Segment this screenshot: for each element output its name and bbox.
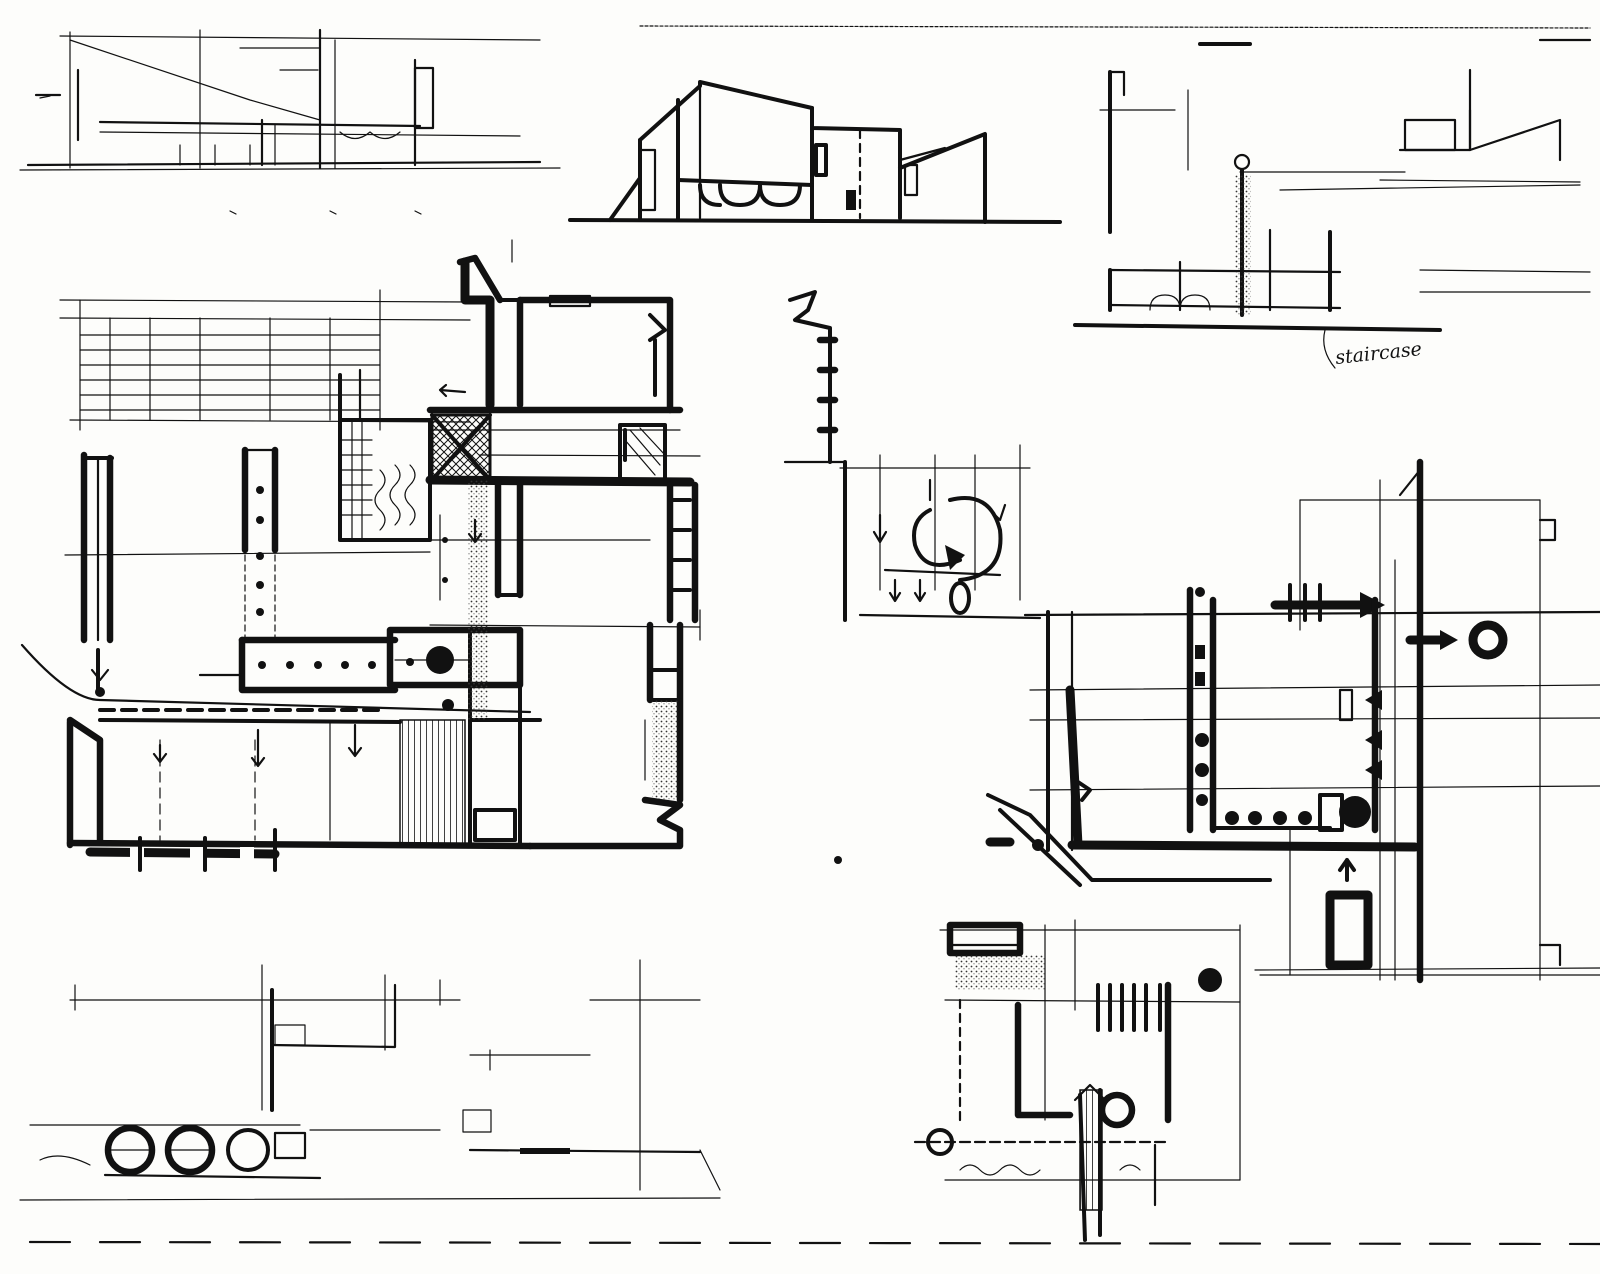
circulation-diagram-center <box>783 290 1042 864</box>
stair-block <box>338 368 432 542</box>
elevation-sketch-top-left <box>19 28 561 215</box>
stipple-spine <box>468 480 488 720</box>
circle-row-bottom <box>39 1124 322 1180</box>
massing-perspective-sketch <box>568 80 1062 224</box>
section-sketch-top-right: staircase <box>1073 68 1591 369</box>
column-dots-left <box>256 486 264 616</box>
sheet-border-top <box>639 25 1592 46</box>
window-grid <box>79 317 381 421</box>
annotation-staircase: staircase <box>1334 338 1423 369</box>
column-dots-bar <box>258 658 414 669</box>
circle-row-right <box>1225 811 1312 825</box>
vertical-ticks <box>1096 983 1162 1032</box>
detail-sketch-bottom-center <box>913 919 1241 1242</box>
plan-diagram-right <box>985 458 1600 984</box>
elevation-sketch-bottom-left <box>19 959 1600 1246</box>
floor-plan-main <box>20 239 701 872</box>
hatched-block-lower <box>399 719 466 846</box>
hatched-post <box>1079 1089 1103 1211</box>
column-dots-right <box>1195 645 1209 806</box>
